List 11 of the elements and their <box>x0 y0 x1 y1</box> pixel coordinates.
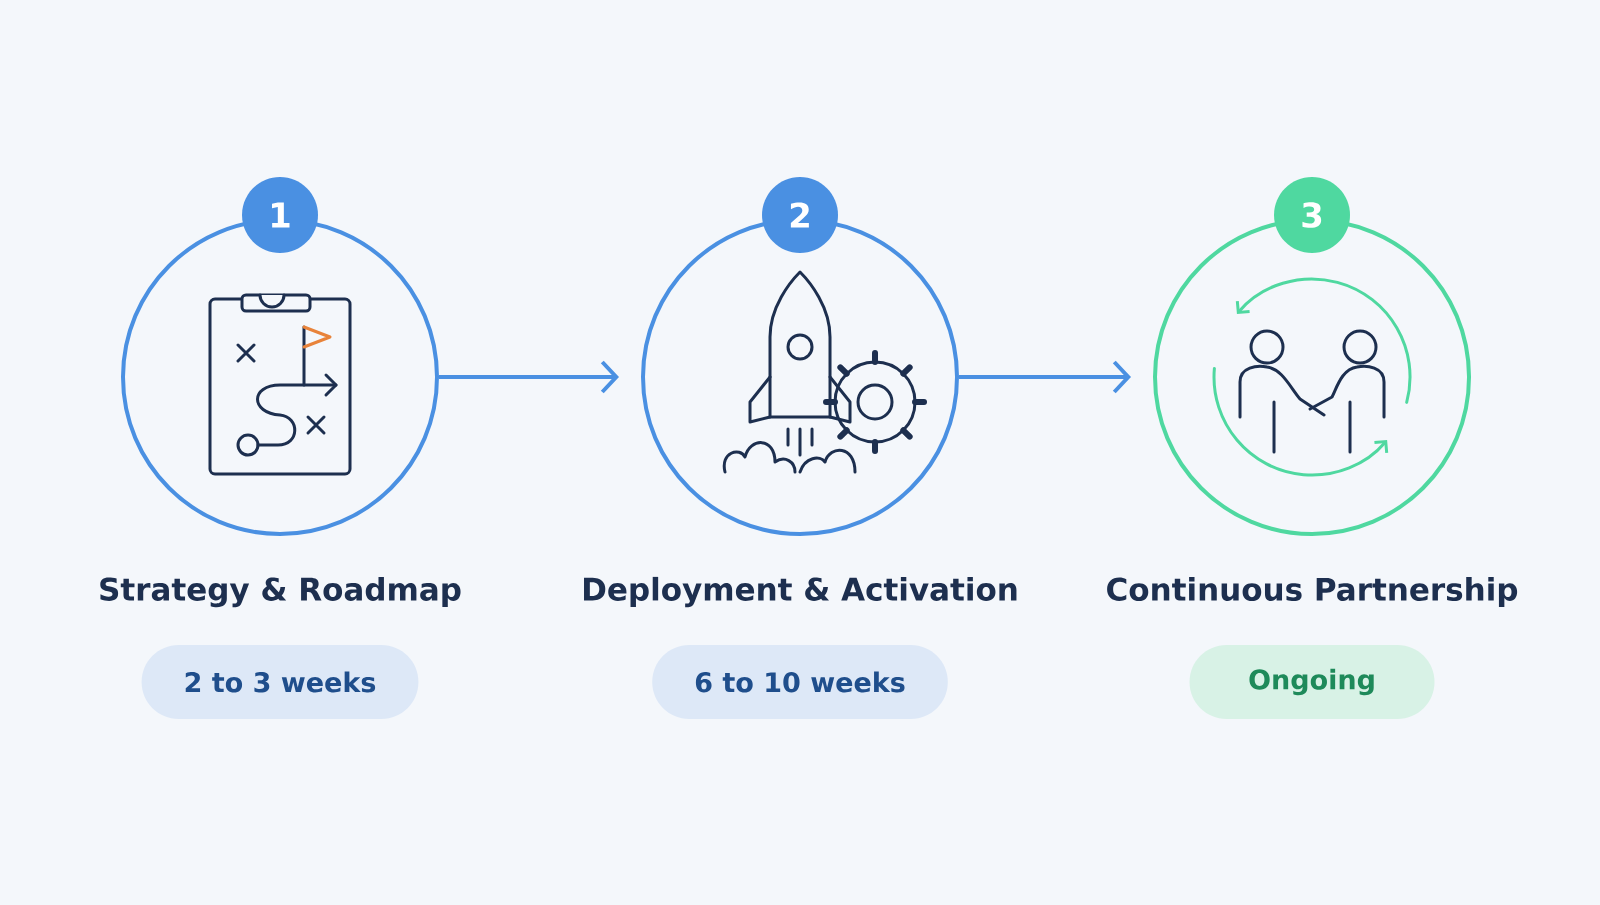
duration-pill: 6 to 10 weeks <box>652 645 948 719</box>
step-title: Strategy & Roadmap <box>100 576 461 608</box>
number-badge: 2 <box>762 177 838 253</box>
number-badge: 1 <box>242 177 318 253</box>
step-title: Continuous Partnership <box>1107 577 1518 607</box>
arrow <box>959 360 1131 394</box>
step-title: Deployment & Activation <box>584 576 1017 608</box>
duration-pill: 2 to 3 weeks <box>141 645 419 719</box>
number-badge: 3 <box>1274 177 1350 253</box>
duration-pill: Ongoing <box>1189 645 1435 719</box>
arrow <box>439 360 619 394</box>
